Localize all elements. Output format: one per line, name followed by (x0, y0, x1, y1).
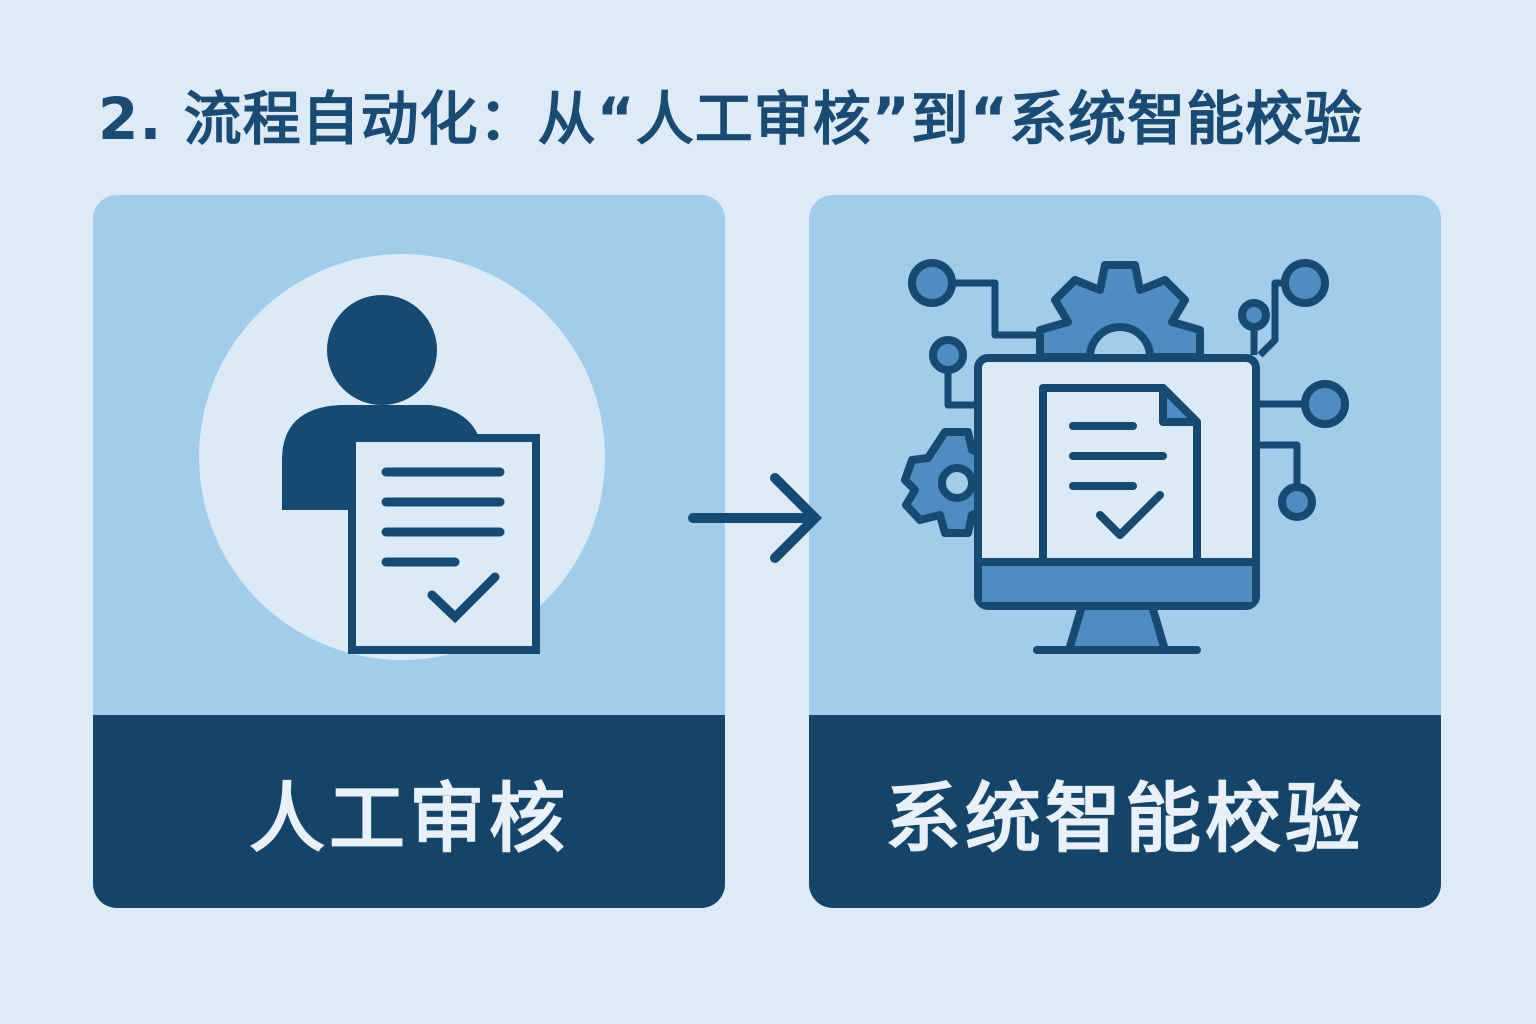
manual-review-band: 人工审核 (93, 715, 725, 908)
system-verification-label: 系统智能校验 (885, 773, 1365, 863)
monitor-gear-document-check-icon (901, 259, 1349, 654)
page-title: 2. 流程自动化：从“人工审核”到“系统智能校验 (98, 85, 1363, 153)
monitor-stand-icon (1065, 602, 1169, 654)
checkmark-icon (1096, 491, 1164, 539)
arrow-right-icon (688, 473, 823, 563)
manual-review-label: 人工审核 (249, 773, 569, 863)
large-gear-icon (1036, 261, 1204, 361)
person-document-check-icon (199, 254, 605, 660)
document-icon (1039, 384, 1201, 566)
small-gear-icon (901, 428, 989, 537)
person-head-icon (327, 295, 437, 405)
circuit-nodes-icon (908, 259, 1349, 521)
checkmark-icon (427, 572, 500, 624)
system-verification-band: 系统智能校验 (809, 715, 1441, 908)
